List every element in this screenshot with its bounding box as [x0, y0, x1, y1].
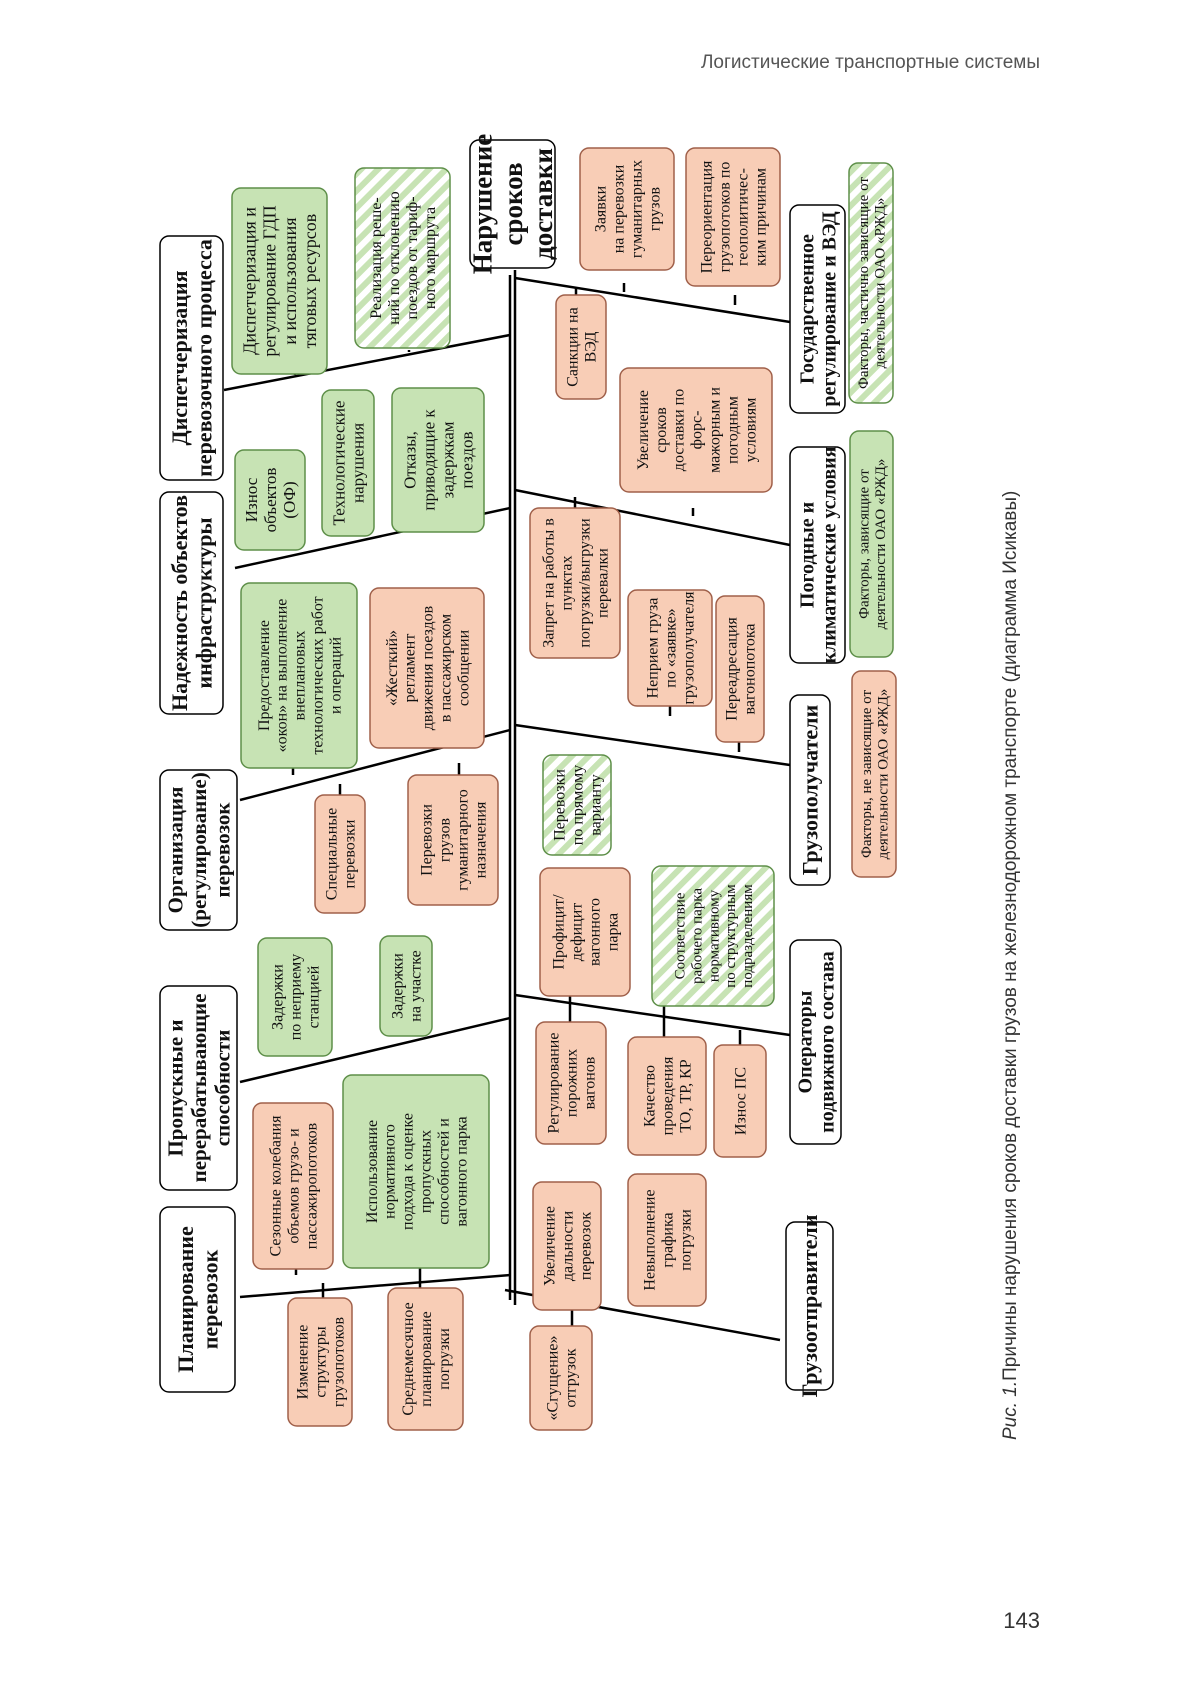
- cause-b12: КачествопроведенияТО, ТР, КР: [628, 1037, 706, 1155]
- cause-text: Изменениеструктурыгрузопотоков: [295, 1316, 348, 1407]
- caption-prefix: Рис. 1.: [1000, 1381, 1021, 1440]
- legend-l2: Факторы, зависящие отдеятельности ОАО «Р…: [850, 431, 893, 657]
- category-c4: Пропускные иперерабатывающиеспособности: [160, 986, 237, 1190]
- category-c8: Грузополучатели: [790, 695, 830, 885]
- cause-b10: Соответствиерабочего парканормативномупо…: [652, 866, 774, 1006]
- category-c1: Диспетчеризацияперевозочного процесса: [160, 236, 223, 480]
- effect-effect: Нарушениесроковдоставки: [468, 134, 558, 275]
- category-c9: Операторыподвижного состава: [790, 940, 841, 1144]
- cause-a15: Среднемесячноепланированиепогрузки: [388, 1288, 463, 1430]
- cause-text: Диспетчеризация ирегулирование ГДПи испо…: [240, 205, 320, 356]
- cause-a14: Изменениеструктурыгрузопотоков: [288, 1298, 352, 1426]
- cause-a11: Задержкина участке: [380, 936, 432, 1036]
- category-c5: Планированиеперевозок: [160, 1207, 235, 1392]
- cause-b3: Санкции наВЭД: [556, 295, 606, 399]
- category-text: Грузоотправители: [797, 1214, 822, 1397]
- cause-text: Увеличениедальностиперевозок: [542, 1206, 595, 1286]
- cause-b13: Износ ПС: [714, 1045, 766, 1157]
- cause-text: Сезонные колебанияобъемов грузо- ипассаж…: [268, 1115, 321, 1257]
- cause-b6: Неприем грузапо «заявке»грузополучателя: [628, 590, 712, 706]
- cause-text: Переадресациявагонопотока: [724, 617, 759, 721]
- cause-b2: Переориентациягрузопотоков погеополитиче…: [686, 148, 780, 286]
- legend-l3: Факторы, не зависящие отдеятельности ОАО…: [852, 671, 896, 877]
- cause-text: Перевозкигрузовгуманитарногоназначения: [419, 789, 490, 891]
- category-text: Государственноерегулирование и ВЭД: [796, 211, 840, 406]
- cause-text: Задержкина участке: [390, 950, 425, 1021]
- cause-a5: Отказы,приводящие кзадержкампоездов: [392, 388, 484, 532]
- cause-a12: Сезонные колебанияобъемов грузо- ипассаж…: [253, 1103, 333, 1269]
- cause-text: Соответствиерабочего парканормативномупо…: [673, 884, 756, 988]
- category-text: Надежность объектовинфраструктуры: [167, 495, 217, 711]
- cause-b8: Перевозкипо прямомуварианту: [543, 755, 611, 855]
- page-number: 143: [1003, 1608, 1040, 1634]
- cause-a2: Реализация реше-ний по отклонениюпоездов…: [355, 168, 450, 348]
- figure-caption: Рис. 1.Причины нарушения сроков доставки…: [1000, 280, 1022, 1440]
- cause-a7: «Жесткий»регламентдвижения поездовв пасс…: [370, 588, 484, 748]
- fishbone-boxes: НарушениесроковдоставкиДиспетчеризацияпе…: [160, 134, 896, 1430]
- cause-text: Реализация реше-ний по отклонениюпоездов…: [368, 191, 439, 325]
- cause-a6: Предоставление«окон» на выполнениевнепла…: [241, 583, 357, 768]
- cause-text: Переориентациягрузопотоков погеополитиче…: [699, 160, 770, 273]
- cause-text: Перевозкипо прямомуварианту: [552, 765, 605, 845]
- cause-b15: Невыполнениеграфикапогрузки: [628, 1174, 706, 1306]
- cause-text: Задержкипо неприемустанцией: [270, 954, 323, 1041]
- cause-text: Износ ПС: [733, 1067, 750, 1135]
- cause-b11: Регулированиепорожнихвагонов: [536, 1022, 606, 1144]
- cause-b9: Профицит/дефицитвагонногопарка: [540, 868, 630, 996]
- cause-b4: Увеличениесроковдоставки пофорс-мажорным…: [620, 368, 772, 492]
- legend-text: Факторы, не зависящие отдеятельности ОАО…: [859, 689, 892, 860]
- category-c10: Грузоотправители: [786, 1214, 833, 1397]
- cause-a1: Диспетчеризация ирегулирование ГДПи испо…: [232, 188, 327, 374]
- cause-a3: Износобъектов(ОФ): [235, 450, 305, 550]
- category-c7: Погодные иклиматические условия: [790, 446, 845, 663]
- cause-text: Использованиенормативногоподхода к оценк…: [364, 1113, 471, 1230]
- cause-a9: Перевозкигрузовгуманитарногоназначения: [408, 775, 498, 905]
- cause-a8: Специальныеперевозки: [315, 795, 365, 913]
- category-c2: Надежность объектовинфраструктуры: [160, 492, 223, 714]
- legend-text: Факторы, частично зависящие отдеятельнос…: [856, 177, 889, 389]
- fishbone-line: [240, 1275, 510, 1297]
- cause-b14: Увеличениедальностиперевозок: [533, 1182, 601, 1310]
- cause-b7: Переадресациявагонопотока: [716, 596, 764, 742]
- cause-a13: Использованиенормативногоподхода к оценк…: [343, 1075, 489, 1268]
- cause-text: Специальныеперевозки: [324, 808, 359, 900]
- cause-text: КачествопроведенияТО, ТР, КР: [642, 1056, 695, 1135]
- caption-text: Причины нарушения сроков доставки грузов…: [1000, 491, 1021, 1381]
- category-text: Грузополучатели: [798, 704, 823, 875]
- category-c3: Организация(регулирование)перевозок: [160, 770, 237, 930]
- category-c6: Государственноерегулирование и ВЭД: [790, 205, 845, 413]
- cause-b5: Запрет на работы впунктахпогрузки/выгруз…: [530, 508, 620, 658]
- legend-l1: Факторы, частично зависящие отдеятельнос…: [849, 163, 893, 403]
- category-text: Диспетчеризацияперевозочного процесса: [167, 239, 217, 477]
- cause-b16: «Сгущение»отгрузок: [530, 1326, 592, 1430]
- cause-b1: Заявкина перевозкигуманитарныхгрузов: [580, 148, 674, 270]
- cause-a10: Задержкипо неприемустанцией: [258, 938, 332, 1056]
- legend-text: Факторы, зависящие отдеятельности ОАО «Р…: [856, 459, 889, 630]
- cause-a4: Технологическиенарушения: [322, 390, 374, 536]
